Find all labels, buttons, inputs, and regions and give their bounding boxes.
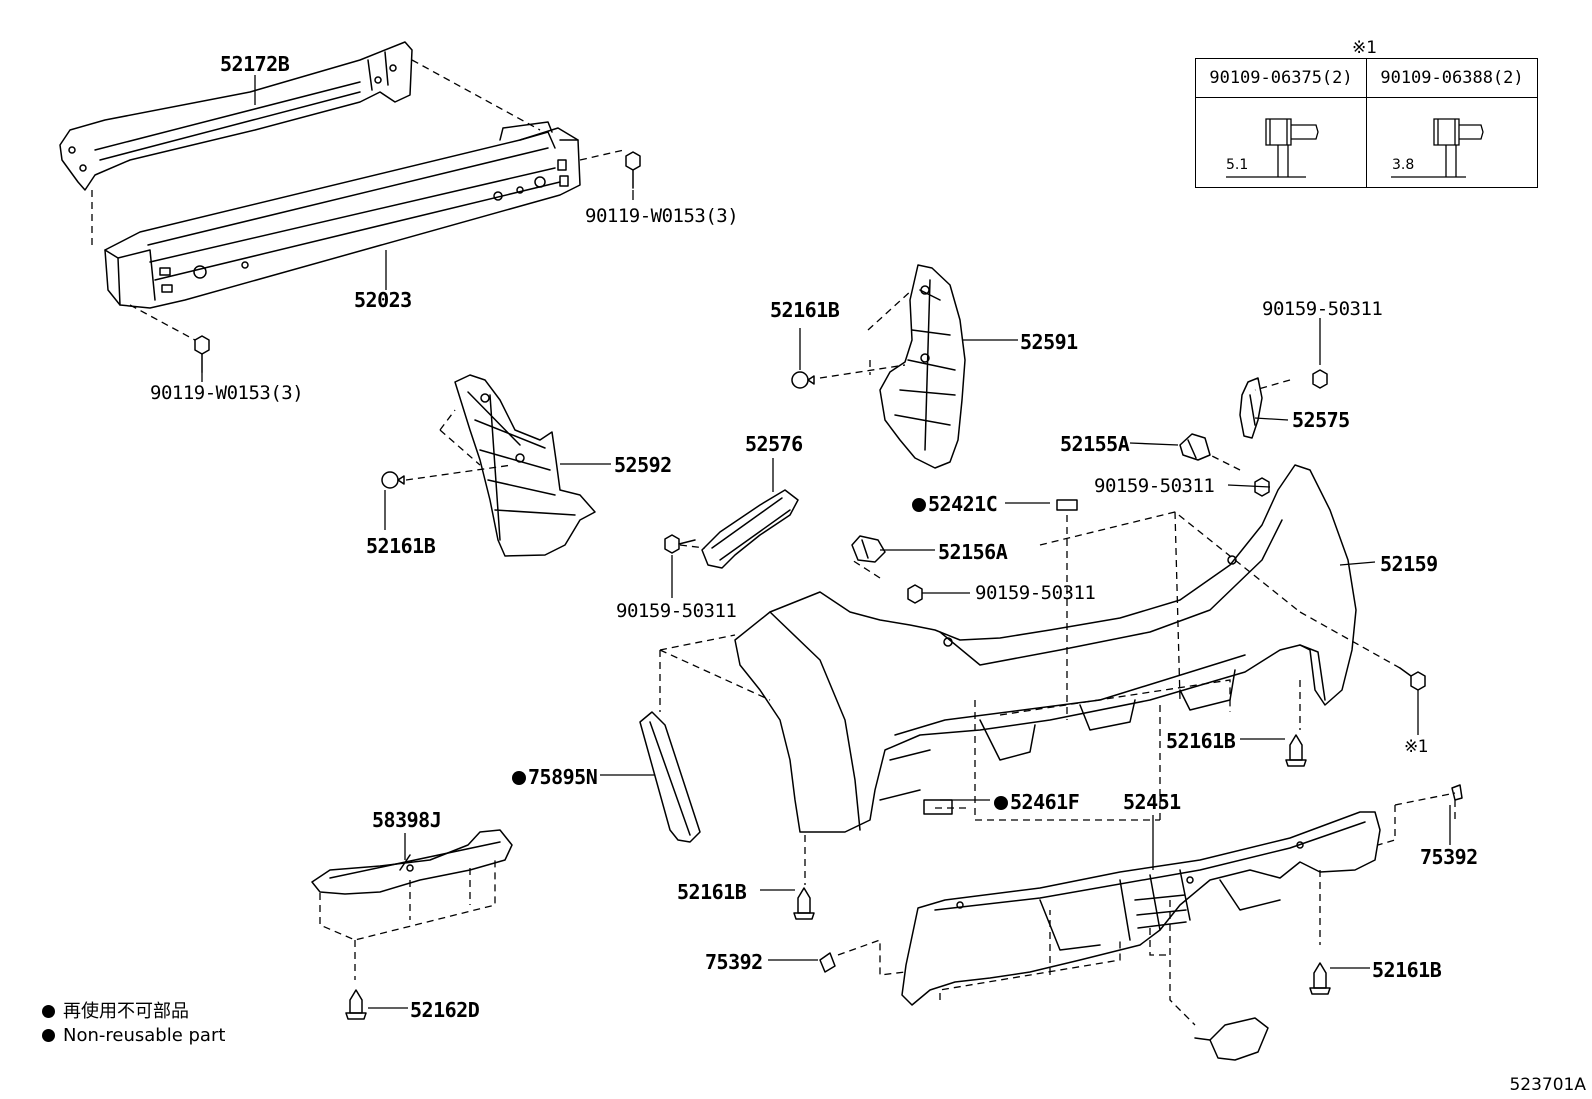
- part-52576-spacer: [701, 489, 799, 569]
- part-52461F-pad: [923, 799, 953, 815]
- label-52161B-c: 52161B: [1166, 729, 1236, 753]
- label-52156A: 52156A: [938, 540, 1008, 564]
- label-52575: 52575: [1292, 408, 1350, 432]
- part-52575-bracket: [1239, 377, 1263, 439]
- legend-row-jp: 再使用不可部品: [42, 1000, 225, 1024]
- ref-table: 90109-06375(2) 90109-06388(2) 5.1 3.8: [1195, 58, 1538, 188]
- part-58398J-bracket: [311, 829, 513, 895]
- non-reusable-dot: [994, 796, 1008, 810]
- bolt-90119-top: [625, 151, 641, 189]
- non-reusable-dot: [912, 498, 926, 512]
- label-75895N: 75895N: [512, 765, 598, 789]
- label-52451: 52451: [1123, 790, 1181, 814]
- label-90159-b: 90159-50311: [975, 582, 1096, 604]
- part-52592-retainer: [454, 374, 596, 557]
- label-90119-top: 90119-W0153(3): [585, 205, 739, 227]
- bolt-marker-1: [1399, 667, 1426, 691]
- clip-52161B-e: [1309, 962, 1331, 995]
- part-lower-cap: [1194, 1017, 1269, 1061]
- clip-52161B-a: [791, 371, 815, 389]
- screw-90159-d: [1254, 477, 1270, 497]
- part-52451-lower-garnish: [901, 811, 1381, 1006]
- ref-table-col1-dim: 5.1: [1226, 157, 1249, 173]
- label-52421C-text: 52421C: [928, 492, 998, 516]
- screw-90159-a: [664, 534, 696, 554]
- clip-52161B-c: [1285, 734, 1307, 767]
- bolt-90119-bottom: [194, 335, 210, 373]
- label-52461F: 52461F: [994, 790, 1080, 814]
- label-52591: 52591: [1020, 330, 1078, 354]
- label-52162D: 52162D: [410, 998, 480, 1022]
- label-90119-bottom: 90119-W0153(3): [150, 382, 304, 404]
- legend-text-jp: 再使用不可部品: [63, 1001, 189, 1022]
- label-52592: 52592: [614, 453, 672, 477]
- non-reusable-dot: [512, 771, 526, 785]
- label-52159: 52159: [1380, 552, 1438, 576]
- ref-table-marker: ※1: [1352, 38, 1378, 58]
- non-reusable-dot: [42, 1029, 55, 1042]
- label-75392-left: 75392: [705, 950, 763, 974]
- part-75895N-reflector: [639, 711, 701, 843]
- label-90159-d: 90159-50311: [1094, 475, 1215, 497]
- legend-row-en: Non-reusable part: [42, 1024, 225, 1048]
- clip-52162D: [345, 989, 367, 1020]
- label-52023: 52023: [354, 288, 412, 312]
- clip-75392-right: [1451, 784, 1463, 801]
- ref-table-col2-header: 90109-06388(2): [1380, 68, 1524, 88]
- part-52159-bumper-cover: [734, 464, 1357, 833]
- label-52161B-b: 52161B: [366, 534, 436, 558]
- part-52172B-reinforcement: [59, 41, 413, 191]
- part-52155A-bracket: [1179, 433, 1211, 461]
- label-52461F-text: 52461F: [1010, 790, 1080, 814]
- label-75392-right: 75392: [1420, 845, 1478, 869]
- label-52421C: 52421C: [912, 492, 998, 516]
- label-58398J: 58398J: [372, 808, 442, 832]
- clip-52161B-b: [381, 471, 405, 489]
- legend-text-en: Non-reusable part: [63, 1025, 226, 1046]
- label-52576: 52576: [745, 432, 803, 456]
- part-52421C-pad: [1056, 499, 1078, 511]
- ref-table-col1-header: 90109-06375(2): [1209, 68, 1353, 88]
- label-90159-a: 90159-50311: [616, 600, 737, 622]
- label-marker-1: ※1: [1404, 737, 1429, 757]
- label-52161B-d: 52161B: [677, 880, 747, 904]
- catalog-number: 523701A: [1509, 1075, 1586, 1095]
- non-reusable-dot: [42, 1005, 55, 1018]
- label-52172B: 52172B: [220, 52, 290, 76]
- screw-90159-b: [907, 584, 923, 604]
- label-52161B-a: 52161B: [770, 298, 840, 322]
- part-52591-retainer: [879, 264, 966, 469]
- ref-table-divider: [1366, 59, 1367, 187]
- label-52161B-e: 52161B: [1372, 958, 1442, 982]
- part-52156A-bracket: [851, 535, 886, 563]
- screw-90159-c: [1312, 369, 1328, 389]
- clip-52161B-d: [793, 887, 815, 920]
- clip-75392-left: [819, 952, 836, 973]
- legend: 再使用不可部品 Non-reusable part: [42, 1000, 225, 1048]
- part-52023-beam: [104, 121, 581, 309]
- label-90159-c: 90159-50311: [1262, 298, 1383, 320]
- label-52155A: 52155A: [1060, 432, 1130, 456]
- bolt-icon: [1226, 118, 1484, 178]
- label-75895N-text: 75895N: [528, 765, 598, 789]
- ref-table-col2-dim: 3.8: [1392, 157, 1415, 173]
